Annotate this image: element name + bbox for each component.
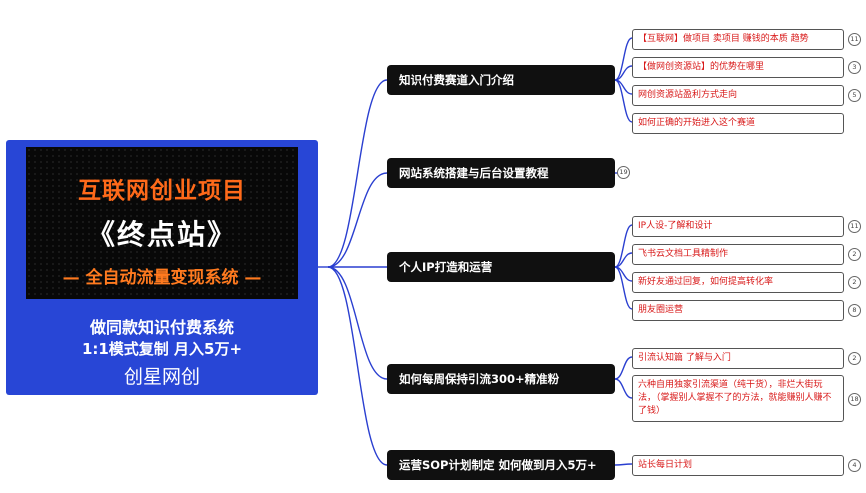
count-badge[interactable]: 4 [848,459,861,472]
leaf-ip-persona[interactable]: IP人设-了解和设计 [632,216,844,237]
connector-line [614,252,633,268]
count-badge[interactable]: 5 [848,89,861,102]
connector-line [614,378,633,399]
count-badge[interactable]: 2 [848,276,861,289]
root-line-1: 做同款知识付费系统 [89,318,234,337]
leaf-how-to-start[interactable]: 如何正确的开始进入这个赛道 [632,113,844,134]
leaf-six-channels[interactable]: 六种自用独家引流渠道（纯干货），非烂大街玩法，（掌握别人掌握不了的方法，就能赚别… [632,375,844,422]
branch-intro[interactable]: 知识付费赛道入门介绍 [387,65,615,95]
root-line-2: 1:1模式复制 月入5万+ [81,340,243,358]
connector-line [327,172,388,268]
connector-line [614,266,633,310]
root-node[interactable]: 互联网创业项目 《终点站》 — 全自动流量变现系统 — 做同款知识付费系统 1:… [6,140,318,395]
leaf-profit-model[interactable]: 网创资源站盈利方式走向 [632,85,844,106]
banner-name: 《终点站》 [86,218,237,251]
count-badge[interactable]: 2 [848,352,861,365]
title-banner: 互联网创业项目 《终点站》 — 全自动流量变现系统 — [26,147,298,299]
count-badge[interactable]: 2 [848,248,861,261]
branch-sop[interactable]: 运营SOP计划制定 如何做到月入5万+ [387,450,615,480]
connector-line [327,266,388,466]
connector-line [614,37,633,81]
leaf-moments-ops[interactable]: 朋友圈运营 [632,300,844,321]
count-badge[interactable]: 8 [848,304,861,317]
connector-line [327,266,388,380]
leaf-daily-plan[interactable]: 站长每日计划 [632,455,844,476]
count-badge[interactable]: 3 [848,61,861,74]
connector-line [614,65,633,81]
count-badge[interactable]: 18 [848,393,861,406]
connector-line [614,463,633,466]
branch-site-setup[interactable]: 网站系统搭建与后台设置教程 [387,158,615,188]
connector-line [614,356,633,380]
branch-traffic[interactable]: 如何每周保持引流300+精准粉 [387,364,615,394]
root-line-3: 创星网创 [123,366,200,388]
leaf-resource-site-advantage[interactable]: 【做网创资源站】的优势在哪里 [632,57,844,78]
connector-line [614,224,633,268]
banner-title: 互联网创业项目 [78,178,246,204]
branch-personal-ip[interactable]: 个人IP打造和运营 [387,252,615,282]
connector-line [327,79,388,268]
leaf-traffic-basics[interactable]: 引流认知篇 了解与入门 [632,348,844,369]
count-badge[interactable]: 11 [848,33,861,46]
count-badge[interactable]: 11 [848,220,861,233]
leaf-friend-conversion[interactable]: 新好友通过回复，如何提高转化率 [632,272,844,293]
leaf-feishu-docs[interactable]: 飞书云文档工具精制作 [632,244,844,265]
banner-tagline: — 全自动流量变现系统 — [62,268,262,288]
connector-line [614,79,633,123]
count-badge[interactable]: 19 [617,166,630,179]
leaf-internet-essence[interactable]: 【互联网】做项目 卖项目 赚钱的本质 趋势 [632,29,844,50]
